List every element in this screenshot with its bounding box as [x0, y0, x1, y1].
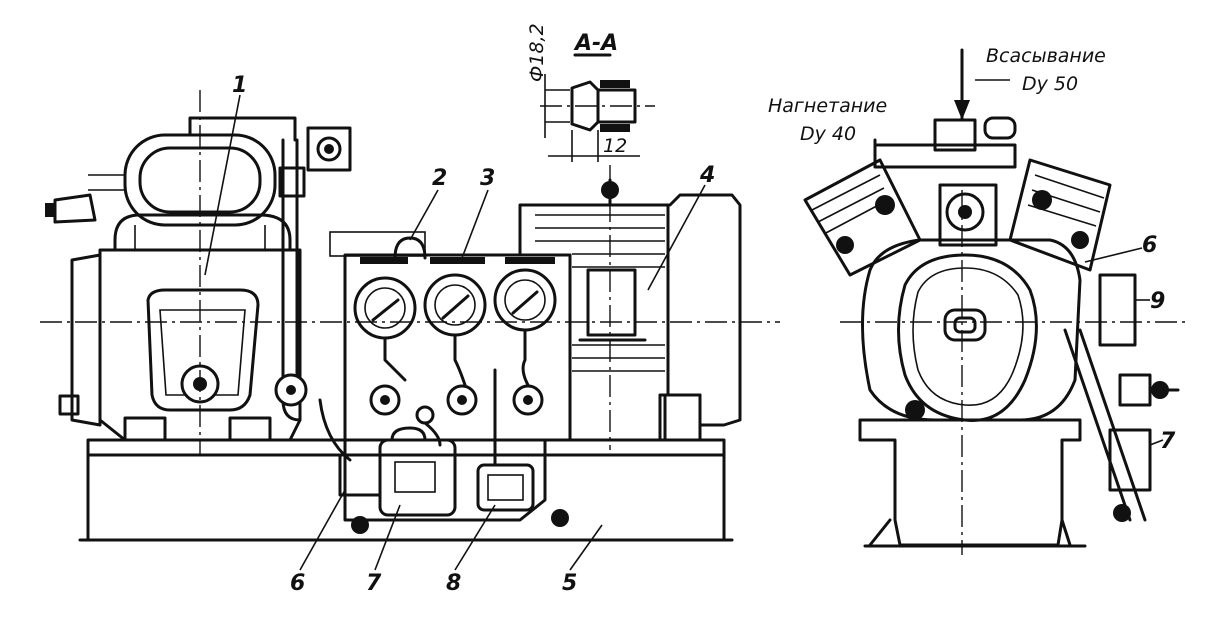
length-dimension: 12 — [603, 135, 627, 157]
discharge-size: Dy 40 — [800, 123, 856, 145]
callout-7-side: 7 — [1160, 429, 1176, 454]
suction-label: Всасывание — [986, 45, 1106, 67]
callout-5: 5 — [562, 571, 577, 596]
discharge-label: Нагнетание — [768, 95, 887, 117]
callout-8: 8 — [446, 571, 461, 596]
side-view — [803, 48, 1185, 555]
callout-6-side: 6 — [1142, 233, 1157, 258]
base-frame — [78, 438, 734, 542]
suction-size: Dy 50 — [1022, 73, 1078, 95]
compressor-body — [45, 116, 352, 442]
callout-1: 1 — [232, 73, 247, 98]
section-title: А-А — [573, 31, 618, 56]
section-a-a — [540, 53, 655, 162]
diameter-dimension: Ф18,2 — [526, 23, 548, 82]
leader-lines — [204, 79, 1164, 571]
callout-6-front: 6 — [290, 571, 305, 596]
pressure-switches — [318, 398, 569, 534]
callout-3: 3 — [480, 166, 495, 191]
callout-9: 9 — [1150, 289, 1165, 314]
electric-motor — [518, 178, 742, 442]
callout-2: 2 — [432, 166, 447, 191]
front-view — [40, 90, 780, 542]
callout-4: 4 — [699, 163, 715, 188]
callout-7-front: 7 — [366, 571, 382, 596]
